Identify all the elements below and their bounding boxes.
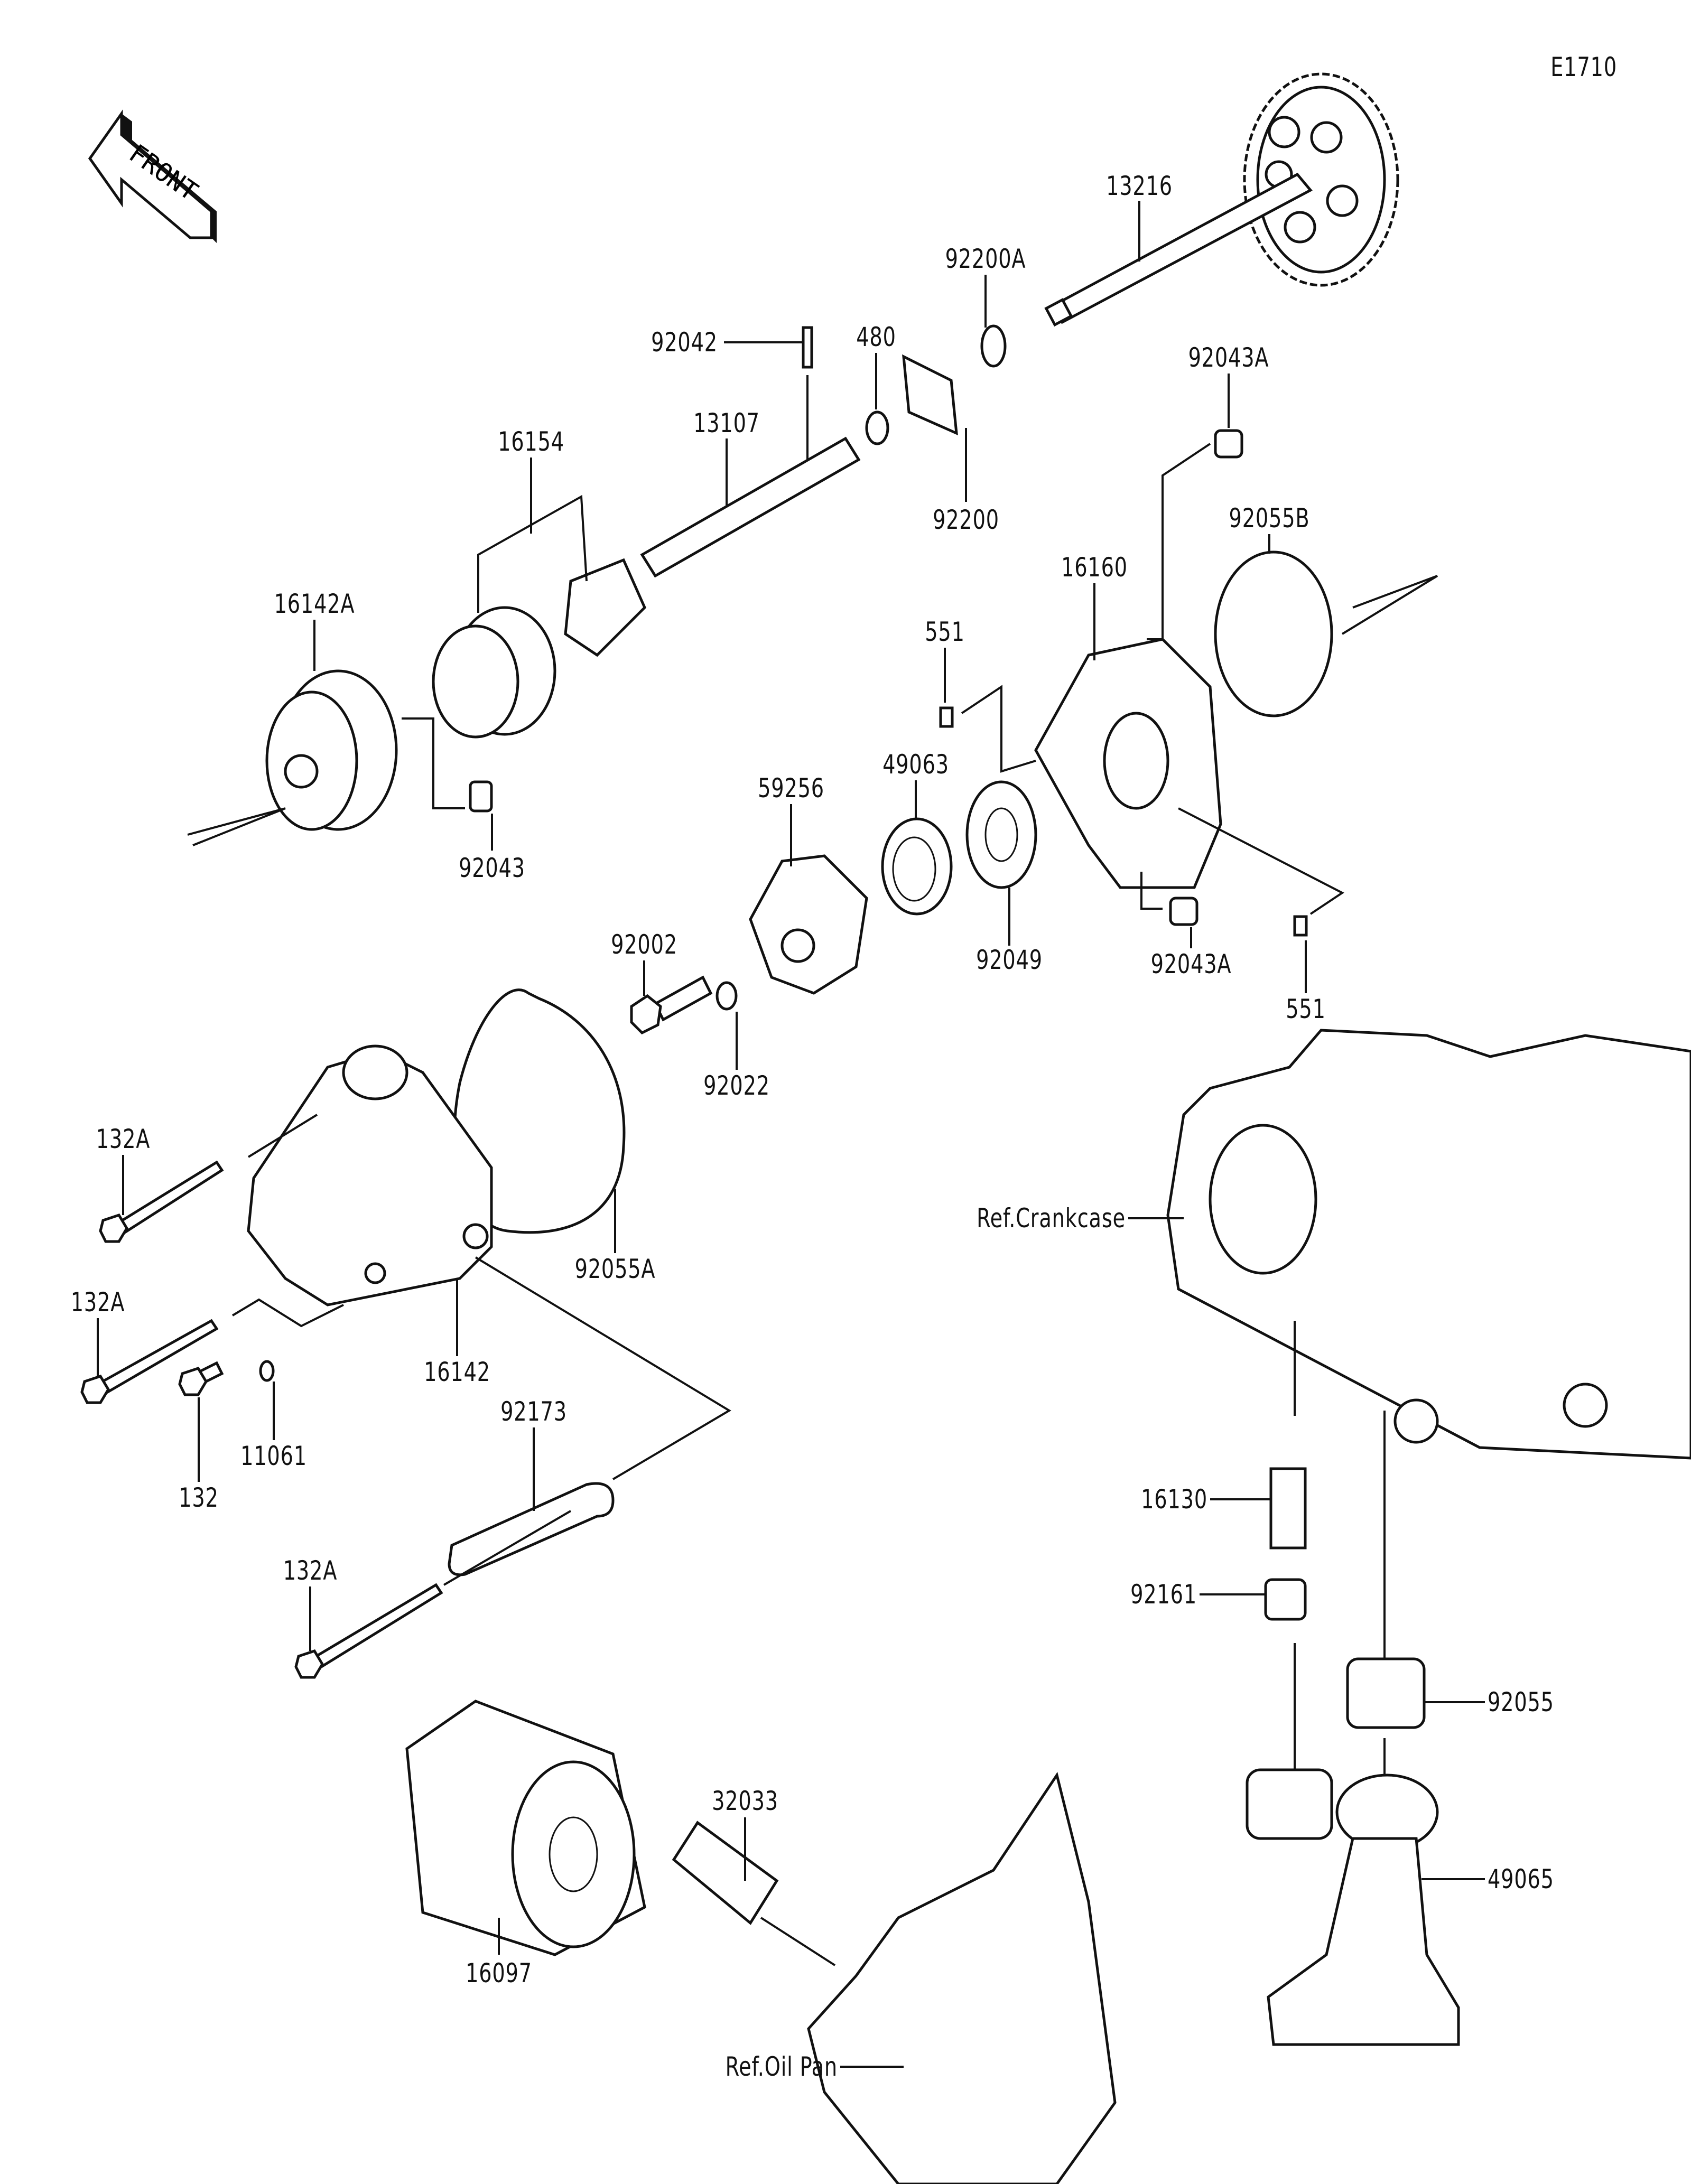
part-label-92055A[interactable]: 92055A [574,1254,656,1284]
part-label-92002[interactable]: 92002 [611,929,677,960]
bolt-132A-3 [294,1583,443,1679]
cartridge-32033 [672,1821,779,1925]
front-arrow-icon: FRONT [88,109,217,243]
part-label-132A-2[interactable]: 132A [70,1287,125,1318]
part-label-551-bottom[interactable]: 551 [1286,994,1326,1024]
part-label-49065[interactable]: 49065 [1488,1864,1554,1894]
pin-551-top [939,706,954,728]
plate-92200 [902,354,958,436]
pin-551-bottom [1293,915,1308,937]
part-label-92049[interactable]: 92049 [976,945,1043,975]
part-label-92043A-top[interactable]: 92043A [1188,342,1269,373]
part-label-32033[interactable]: 32033 [712,1786,778,1816]
part-label-92161[interactable]: 92161 [1130,1579,1197,1610]
part-label-480[interactable]: 480 [856,322,896,352]
oil-filter-16097 [405,1700,646,1956]
part-label-92043A-bottom[interactable]: 92043A [1150,949,1232,979]
bolt-92002 [630,975,713,1035]
oil-strainer-49065 [1246,1768,1460,2046]
part-label-551-top[interactable]: 551 [925,617,965,647]
pin-92042 [802,326,813,369]
pump-body-16142A [265,669,398,831]
bolt-132 [178,1361,224,1396]
part-label-16142[interactable]: 16142 [424,1357,490,1387]
part-label-92022[interactable]: 92022 [703,1070,770,1101]
part-label-13107[interactable]: 13107 [693,408,760,438]
part-label-11061[interactable]: 11061 [240,1441,307,1471]
washer-92022 [716,981,738,1011]
crankcase-reference [1166,1029,1691,1460]
o-ring-92055B [1214,550,1333,717]
oil-pump-drive-shaft-13216 [1044,72,1399,327]
part-label-92055B[interactable]: 92055B [1229,503,1310,534]
part-label-16142A[interactable]: 16142A [274,589,355,619]
rotor-set-16154 [432,494,646,739]
bearing-92049 [965,780,1037,889]
diagram-code: E1710 [1550,52,1617,82]
part-label-59256[interactable]: 59256 [758,773,824,804]
part-label-16097[interactable]: 16097 [466,1958,532,1989]
part-label-92042[interactable]: 92042 [651,327,718,358]
o-ring-92055 [1346,1657,1426,1729]
dowel-92043 [469,780,493,813]
part-label-132[interactable]: 132 [179,1482,219,1513]
washer-11061 [259,1360,275,1382]
part-label-92173[interactable]: 92173 [500,1396,567,1427]
part-label-16130[interactable]: 16130 [1141,1484,1207,1515]
part-label-16154[interactable]: 16154 [498,426,564,457]
part-label-132A-3[interactable]: 132A [283,1555,338,1586]
ref-crankcase-label[interactable]: Ref.Crankcase [977,1203,1126,1234]
bolt-132A-1 [99,1160,224,1243]
dowel-92043A-top [1214,429,1243,459]
part-label-92043[interactable]: 92043 [459,853,525,883]
bolt-132A-2 [80,1319,219,1404]
ref-oil-pan-label[interactable]: Ref.Oil Pan [725,2051,838,2082]
impeller-59256 [749,854,868,995]
gasket-92055A [453,988,626,1234]
pump-shaft-13107 [640,436,861,578]
dowel-92043A-bottom [1169,897,1198,926]
part-label-13216[interactable]: 13216 [1106,171,1173,201]
oil-pan-reference [807,1771,1117,2184]
part-label-132A-1[interactable]: 132A [96,1124,151,1154]
part-label-16160[interactable]: 16160 [1061,552,1128,583]
pump-cover-16160 [1034,638,1222,889]
part-label-92200A[interactable]: 92200A [945,244,1026,274]
bracket-92173 [448,1482,615,1576]
part-label-92200[interactable]: 92200 [933,505,999,535]
part-label-49063[interactable]: 49063 [882,749,949,780]
oil-passage-fitting-16130 [1269,1467,1307,1550]
part-label-92055[interactable]: 92055 [1488,1687,1554,1718]
plug-92161 [1264,1578,1307,1621]
washer-92200A [980,324,1007,368]
pump-housing-16142 [247,1044,493,1306]
circlip-480 [865,410,889,445]
